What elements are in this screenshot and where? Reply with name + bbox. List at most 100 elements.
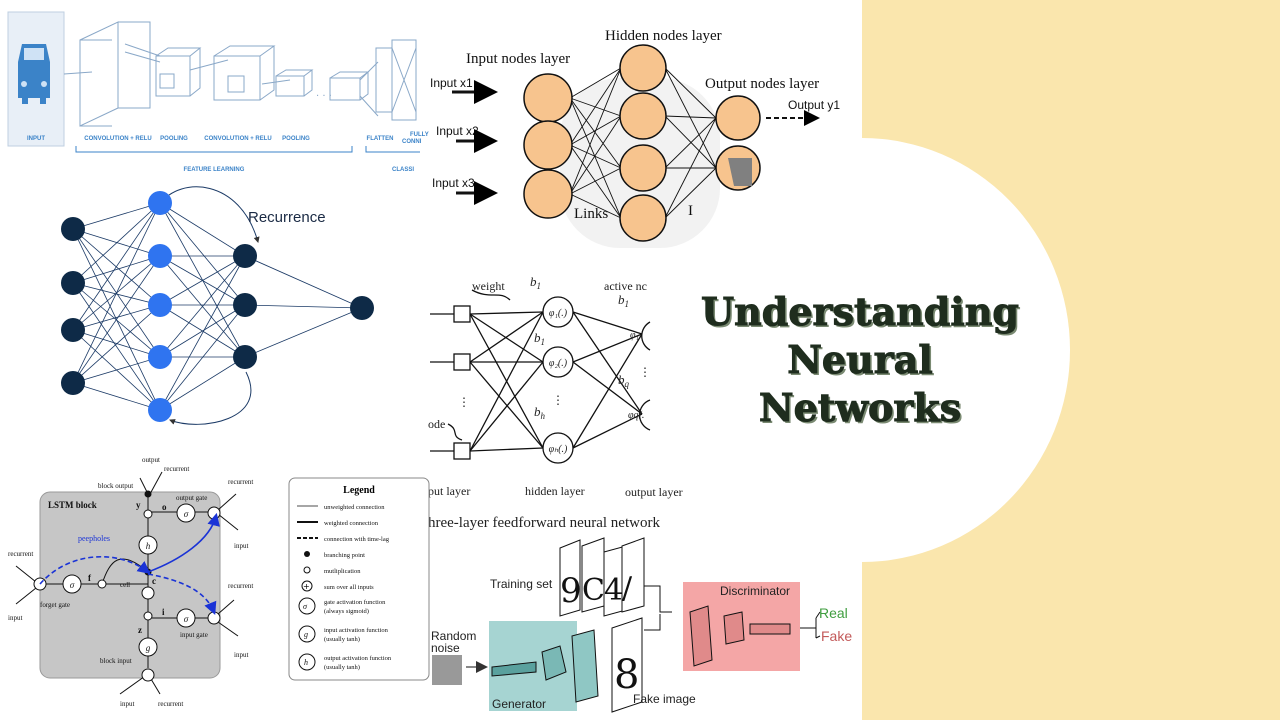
- legend-item-5: sum over all inputs: [324, 584, 374, 591]
- input-layer-label: Input nodes layer: [466, 51, 570, 67]
- svg-text:⋮: ⋮: [458, 395, 470, 409]
- svg-text:/: /: [622, 571, 633, 606]
- recurrence-label: Recurrence: [248, 209, 326, 226]
- input-gate-sigma: σ: [184, 614, 189, 624]
- peepholes-label: peepholes: [78, 534, 110, 543]
- ann-input-node: [523, 169, 573, 219]
- block-output-label: block output: [98, 482, 133, 490]
- lstm-block-title: LSTM block: [48, 500, 97, 510]
- legend-item-8: input activation function: [324, 627, 389, 634]
- svg-text:⋮: ⋮: [639, 365, 651, 379]
- rnn-diagram: Recurrence: [61, 186, 374, 425]
- rnn-hidden-node: [148, 191, 172, 215]
- legend-h-symbol: h: [304, 658, 308, 667]
- bh-label: bh: [534, 404, 546, 421]
- training-set-label: Training set: [490, 577, 553, 591]
- generator-label: Generator: [492, 697, 546, 711]
- lstm-legend: Legend unweighted connection weighted co…: [288, 477, 430, 681]
- cnn-pool2-label: POOLING: [282, 136, 310, 142]
- block-input-label: block input: [100, 657, 132, 665]
- input-activation-g: g: [146, 643, 151, 653]
- svg-text:4: 4: [604, 573, 623, 608]
- output-layer-label: Output nodes layer: [705, 76, 819, 92]
- ann-hidden-node: [619, 92, 667, 140]
- cnn-diagram: . . . INPUT CONVOLUTION + RELU POOLING C…: [7, 11, 429, 173]
- random-label: Random: [431, 629, 476, 643]
- input-x2-label: Input x2: [436, 124, 479, 138]
- ann-diagram: Hidden nodes layer Input nodes layer Out…: [430, 28, 840, 248]
- discriminator-label: Discriminator: [720, 584, 790, 598]
- rnn-hidden-node: [148, 345, 172, 369]
- ann-input-node: [523, 73, 573, 123]
- real-label: Real: [819, 605, 848, 621]
- lstm-recurrent-right-top-label: recurrent: [228, 478, 253, 486]
- lstm-recurrent-left-label: recurrent: [8, 550, 33, 558]
- page-title: Understanding Neural Networks: [690, 288, 1030, 432]
- lstm-output-top-label: output: [142, 456, 160, 464]
- output-y1-label: Output y1: [788, 98, 840, 112]
- ann-hidden-node: [619, 44, 667, 92]
- cnn-conn-label: CONNI: [402, 139, 422, 145]
- lstm-diagram: LSTM block output recurrent block output…: [8, 456, 253, 708]
- phi1-label: φ₁(.): [549, 308, 568, 319]
- input-gate-label: input gate: [180, 631, 208, 639]
- cnn-flatten-label: FLATTEN: [367, 136, 394, 142]
- title-line-1: Understanding: [701, 289, 1020, 335]
- output-gate-sigma: σ: [184, 509, 189, 519]
- legend-title: Legend: [343, 485, 375, 496]
- gan-diagram: 9 C 4 / 8 Training set Random noise Gene…: [431, 537, 852, 713]
- hidden-layer-label: Hidden nodes layer: [605, 28, 722, 44]
- output-b1-label: b1: [618, 292, 629, 309]
- forget-gate-sigma: σ: [70, 580, 75, 590]
- ann-fragment-label: I: [688, 203, 693, 219]
- cnn-fully-label: FULLY: [410, 132, 429, 138]
- lstm-f-label: f: [88, 573, 92, 583]
- rnn-input-node: [61, 217, 85, 241]
- occluded-node-patch: [728, 158, 752, 186]
- lstm-i-label: i: [162, 607, 165, 617]
- noise-label: noise: [431, 641, 460, 655]
- links-label: Links: [574, 206, 608, 222]
- phio1-label: φ₁: [630, 330, 639, 341]
- cnn-input-label: INPUT: [27, 136, 45, 142]
- lstm-recurrent-top-label: recurrent: [164, 465, 189, 473]
- rnn-output-node: [350, 296, 374, 320]
- rnn-hidden2-node: [233, 244, 257, 268]
- legend-item-7: (always sigmoid): [324, 608, 369, 615]
- lstm-input-right-bottom-label: input: [234, 651, 248, 659]
- weight-label: weight: [472, 279, 505, 293]
- input-x1-label: Input x1: [430, 76, 473, 90]
- svg-text:+: +: [303, 582, 310, 591]
- node-fragment-label: ode: [428, 417, 445, 431]
- fake-label: Fake: [821, 628, 852, 644]
- b1-second-label: b1: [534, 330, 545, 347]
- cnn-conv2-label: CONVOLUTION + RELU: [204, 136, 272, 142]
- svg-text:9: 9: [560, 571, 582, 611]
- noise-patch: [432, 655, 462, 685]
- lstm-c-label: c: [152, 576, 156, 586]
- ffnn-caption: hree-layer feedforward neural network: [428, 515, 660, 531]
- legend-item-4: mutliplication: [324, 568, 361, 575]
- cnn-feature-label: FEATURE LEARNING: [184, 167, 245, 173]
- legend-item-6: gate activation function: [324, 599, 386, 606]
- svg-text:8: 8: [614, 652, 639, 698]
- legend-item-9: (usually tanh): [324, 636, 360, 643]
- lstm-input-right-top-label: input: [234, 542, 248, 550]
- ffnn-diagram: weight active nc b1 b1 bh b1 bq φ₁(.) φ₂…: [428, 274, 683, 531]
- rnn-hidden2-node: [233, 345, 257, 369]
- lstm-recurrent-bottom-label: recurrent: [158, 700, 183, 708]
- ffnn-hidden-layer-label: hidden layer: [525, 484, 585, 498]
- lstm-o-label: o: [162, 502, 167, 512]
- ann-input-node: [523, 120, 573, 170]
- legend-item-3: branching point: [324, 552, 365, 559]
- svg-text:C: C: [582, 573, 605, 608]
- legend-item-1: weighted connection: [324, 520, 379, 527]
- ffnn-input-layer-label: put layer: [428, 484, 470, 498]
- rnn-input-node: [61, 318, 85, 342]
- lstm-input-bottom-label: input: [120, 700, 134, 708]
- ann-output-node: [715, 95, 761, 141]
- cnn-pool1-label: POOLING: [160, 136, 188, 142]
- phih-label: φₕ(.): [549, 444, 568, 455]
- ann-hidden-node: [619, 194, 667, 242]
